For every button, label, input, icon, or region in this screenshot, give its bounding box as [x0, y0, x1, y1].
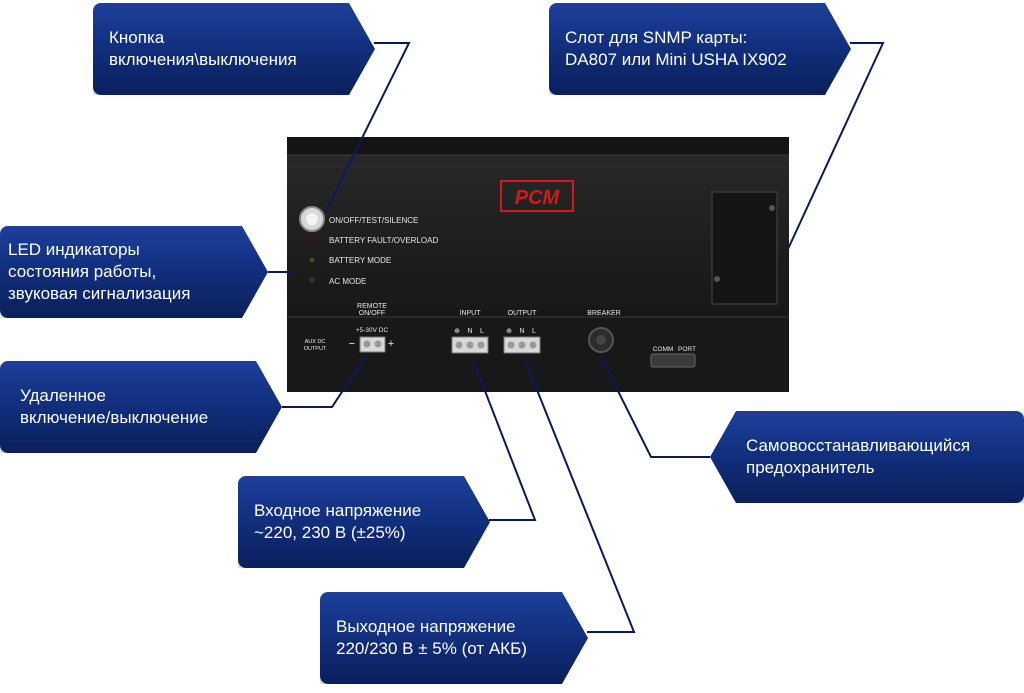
led-ac-icon [309, 277, 315, 283]
remote-range-label: +5-30V DC [356, 327, 389, 334]
callout-output-voltage: Выходное напряжение 220/230 В ± 5% (от А… [320, 592, 588, 684]
terminal-mark: N [519, 328, 524, 335]
callout-input-voltage: Входное напряжение ~220, 230 В (±25%) [238, 476, 490, 568]
callout-resettable-fuse: Самовосстанавливающийся предохранитель [710, 411, 1024, 503]
callout-line: предохранитель [746, 458, 875, 477]
callout-line: ~220, 230 В (±25%) [254, 523, 406, 542]
comm-label: COMM [653, 346, 674, 353]
led-label: BATTERY FAULT/OVERLOAD [329, 236, 438, 245]
callout-line: Кнопка [109, 28, 165, 47]
led-label: AC MODE [329, 277, 366, 286]
logo-text: PCM [515, 187, 561, 209]
terminal-mark: N [467, 328, 472, 335]
callout-line: включение/выключение [20, 408, 209, 427]
terminal-mark: ⊕ [506, 328, 512, 335]
output-label: OUTPUT [508, 310, 538, 317]
pcm-logo: PCM [500, 180, 574, 212]
snmp-slot[interactable] [711, 191, 778, 305]
callout-line: состояния работы, [8, 262, 157, 281]
callout-line: Удаленное [20, 386, 106, 405]
terminal-mark: L [532, 328, 536, 335]
callout-led-indicators: LED индикаторы состояния работы, звукова… [0, 226, 268, 318]
callout-line: звуковая сигнализация [8, 284, 191, 303]
remote-minus: − [349, 338, 355, 350]
remote-label: REMOTE [357, 303, 387, 310]
led-label: BATTERY MODE [329, 256, 391, 265]
led-label: ON/OFF/TEST/SILENCE [329, 216, 418, 225]
callout-line: Самовосстанавливающийся [746, 436, 971, 455]
callout-line: включения\выключения [109, 50, 297, 69]
leader-line [524, 359, 636, 633]
breaker-label: BREAKER [587, 310, 620, 317]
callout-line: 220/230 В ± 5% (от АКБ) [336, 639, 527, 658]
led-battery-icon [309, 257, 315, 263]
remote-label: ON/OFF [359, 310, 385, 317]
callout-power-button: Кнопка включения\выключения [93, 3, 375, 95]
port-label: PORT [678, 346, 696, 353]
callout-line: Выходное напряжение [336, 617, 516, 636]
callout-line: Входное напряжение [254, 501, 422, 520]
led-fault-icon [309, 237, 315, 243]
terminal-mark: ⊕ [454, 328, 460, 335]
callout-line: Слот для SNMP карты: [565, 28, 748, 47]
remote-plus: + [388, 338, 394, 350]
callout-line: LED индикаторы [8, 240, 140, 259]
input-label: INPUT [460, 310, 482, 317]
aux-label: OUTPUT [304, 346, 327, 352]
comm-port[interactable] [650, 353, 696, 368]
ups-device-drawing: PCM ON/OFF/TEST/SILENCE BATTERY FAULT/OV… [287, 137, 789, 392]
ups-device: PCM ON/OFF/TEST/SILENCE BATTERY FAULT/OV… [287, 137, 789, 392]
aux-label: AUX DC [305, 339, 326, 345]
terminal-mark: L [480, 328, 484, 335]
callout-line: DA807 или Mini USHA IX902 [565, 50, 787, 69]
callout-snmp-slot: Слот для SNMP карты: DA807 или Mini USHA… [549, 3, 851, 95]
callout-remote-switch: Удаленное включение/выключение [0, 361, 282, 453]
